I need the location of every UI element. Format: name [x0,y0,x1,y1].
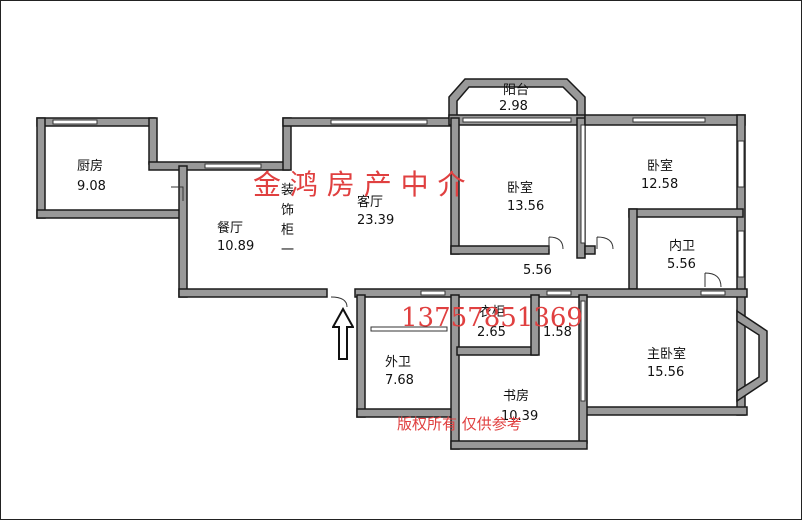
door [704,272,722,288]
wall [450,245,550,255]
window [632,117,706,123]
window [580,124,586,244]
bedroom1-name: 卧室 [507,181,534,196]
window [370,326,448,332]
cabinet-char: 装 [281,183,295,198]
window [462,117,572,123]
study-name: 书房 [503,389,530,404]
closet-name: 衣柜 [479,305,506,320]
wall [736,309,768,403]
living-name: 客厅 [357,195,384,210]
balcony-area: 2.98 [499,99,528,114]
wall [148,117,158,165]
dining-area: 10.89 [217,239,255,254]
wall [580,406,748,416]
wall [178,165,188,298]
bedroom2-area: 12.58 [641,177,679,192]
outer-bath-area: 7.68 [385,373,414,388]
wall [456,346,538,356]
window [546,290,572,296]
wall [628,208,744,218]
wall [530,294,540,356]
closet-area: 2.65 [477,325,506,340]
bedroom2-name: 卧室 [647,159,674,174]
wall [584,245,596,255]
master-area: 15.56 [647,365,685,380]
inner-bath-name: 内卫 [669,239,696,254]
cabinet-char: 柜 [281,223,295,238]
inner-bath-area: 5.56 [667,257,696,272]
cabinet-char: 一 [281,243,295,258]
door [548,236,564,250]
cabinet-char: 饰 [281,203,295,218]
living-area: 23.39 [357,213,395,228]
window [420,290,446,296]
wall [628,208,638,290]
up-arrow-icon [332,307,354,360]
hallway-area: 5.56 [523,263,552,278]
wall [36,209,184,219]
kitchen-name: 厨房 [77,159,104,174]
wall [450,440,588,450]
door [596,236,614,250]
kitchen-area: 9.08 [77,179,106,194]
window [52,119,98,125]
copyright-watermark: 版权所有 仅供参考 [397,415,522,433]
window [204,163,262,169]
dining-name: 餐厅 [217,221,244,236]
balcony-name: 阳台 [503,83,530,98]
agency-watermark: 金 鸿 房 产 中 介 [253,168,466,201]
bedroom1-area: 13.56 [507,199,545,214]
window [737,140,745,188]
window [737,230,745,278]
master-name: 主卧室 [647,347,687,362]
window [580,300,586,402]
window [700,290,726,296]
closet-extra-area: 1.58 [543,325,572,340]
phone-watermark: 13757851369 [401,303,583,333]
wall [356,294,366,418]
wall [36,117,46,219]
outer-bath-name: 外卫 [385,355,412,370]
study-area: 10.39 [501,409,539,424]
door [330,296,348,308]
wall [178,288,328,298]
door [171,186,184,201]
window [330,119,428,125]
